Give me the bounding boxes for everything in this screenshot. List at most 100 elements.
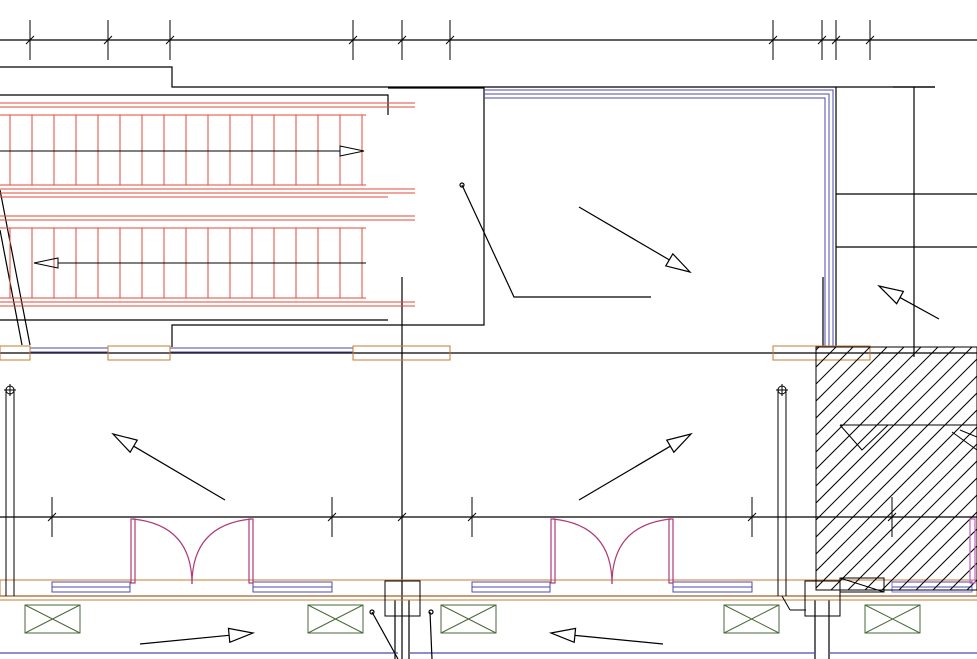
hatch-line — [847, 460, 977, 590]
opening-frame — [772, 345, 871, 361]
hatch-line — [830, 443, 977, 590]
door-leaf — [668, 518, 674, 584]
dimension-tick-slash — [397, 512, 407, 522]
fixture-outline — [24, 604, 81, 634]
dimension-tick-slash — [831, 35, 841, 45]
hatch-line — [898, 511, 977, 590]
escalators — [0, 102, 415, 307]
hatch-line — [816, 409, 977, 572]
direction-arrow — [548, 627, 664, 645]
fixture-cross — [723, 604, 780, 634]
frames — [0, 345, 977, 601]
door-swing-arc — [611, 518, 672, 585]
bottom-diagonal — [429, 611, 433, 659]
hatch-line — [816, 347, 973, 504]
opening-frame — [107, 345, 171, 361]
dimension-tick-slash — [25, 35, 35, 45]
fixture-cross — [864, 604, 921, 634]
hatch-line — [816, 347, 888, 419]
direction-arrows — [111, 206, 940, 645]
opening-frame — [352, 345, 451, 361]
fixture-outline — [864, 604, 921, 634]
diagonal-rail-left — [0, 189, 31, 346]
fixture-outline — [723, 604, 780, 634]
direction-arrow-head — [548, 627, 577, 644]
glazed-wall — [484, 97, 826, 347]
hatch-line — [864, 477, 977, 590]
escalator-down-arrow — [33, 257, 59, 269]
hatch-line — [932, 545, 977, 590]
hatch-line — [816, 347, 939, 470]
fixtures — [24, 604, 921, 634]
direction-arrow-shaft — [578, 445, 671, 501]
hatch-line — [915, 528, 977, 590]
dimension-tick-slash — [817, 35, 827, 45]
fixture-cross — [307, 604, 364, 634]
dimension-tick-slash — [348, 35, 358, 45]
fixture-outline — [307, 604, 364, 634]
hatch-line — [816, 347, 922, 453]
escalator-enclosure-top — [0, 94, 389, 115]
hatch-line — [816, 347, 837, 368]
hatch-line — [816, 426, 977, 589]
fixture-box — [307, 604, 364, 634]
fixture-box — [440, 604, 497, 634]
fixture-box — [864, 604, 921, 634]
dimension-tick-slash — [397, 35, 407, 45]
door-leaf — [248, 518, 254, 584]
dimension-tick-slash — [467, 512, 477, 522]
hatch-line — [816, 392, 977, 555]
direction-arrow-head — [664, 252, 692, 274]
direction-arrow-shaft — [578, 206, 670, 261]
glazed-wall — [484, 93, 830, 347]
fixture-outline — [440, 604, 497, 634]
glazing — [30, 89, 973, 593]
corridor-frame-band — [0, 579, 977, 597]
hatch-line — [881, 494, 977, 590]
hatch-line — [816, 375, 977, 538]
direction-arrow-head — [227, 627, 256, 644]
hatch-line — [816, 358, 977, 521]
dimension-lines — [25, 20, 897, 537]
fixture-cross — [24, 604, 81, 634]
leader-line — [461, 184, 651, 298]
walls — [0, 39, 977, 659]
dimension-tick-slash — [865, 35, 875, 45]
direction-arrow — [578, 432, 693, 501]
direction-arrow — [139, 627, 256, 645]
hatch-line — [816, 347, 956, 487]
hatch-arrow — [951, 431, 977, 451]
column — [384, 580, 421, 617]
direction-arrow-shaft — [139, 634, 230, 645]
fixture-box — [24, 604, 81, 634]
door-leaf — [969, 518, 976, 584]
direction-arrow-shaft — [899, 297, 940, 320]
hatch-label-diag — [839, 577, 885, 593]
dimension-tick-slash — [445, 35, 455, 45]
direction-arrow-shaft — [133, 445, 226, 501]
direction-arrow — [877, 284, 940, 320]
opening-frame — [0, 345, 31, 361]
dimension-tick-slash — [887, 512, 897, 522]
door-swing-arc — [132, 518, 193, 585]
fixture-cross — [440, 604, 497, 634]
direction-arrow-head — [665, 432, 693, 454]
escalator-up-arrow — [339, 145, 365, 157]
direction-arrow — [111, 432, 226, 501]
column — [804, 580, 841, 617]
hatched-area — [815, 346, 977, 591]
post-foot — [781, 595, 791, 611]
escalator-enclosure-right — [171, 87, 485, 347]
dimension-tick-slash — [165, 35, 175, 45]
bottom-diagonal — [371, 611, 399, 659]
direction-arrow-head — [111, 432, 139, 454]
direction-arrow-head — [877, 284, 905, 305]
door-leaf — [550, 518, 556, 584]
glazed-wall — [484, 89, 834, 347]
hatch-lines — [816, 347, 977, 590]
direction-arrow-shaft — [574, 634, 664, 645]
hatch-line — [816, 347, 854, 385]
hatch-arrow — [959, 429, 977, 438]
